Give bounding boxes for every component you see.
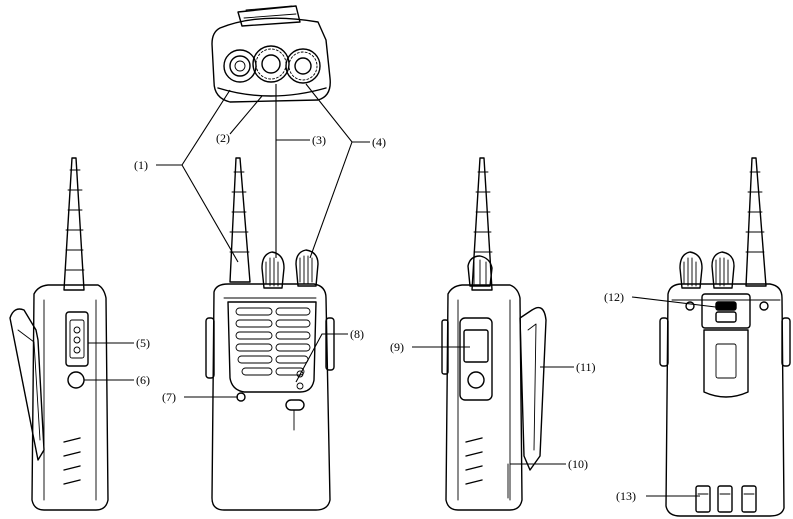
callout-labels: (1) (2) (3) (4) (5) (6) (7) (8) (9) (10)… <box>134 131 636 503</box>
callout-9: (9) <box>390 340 404 354</box>
callout-13: (13) <box>616 489 636 503</box>
radio-back-view <box>660 158 790 516</box>
callout-12: (12) <box>604 290 624 304</box>
speaker-grille-slots <box>236 308 310 375</box>
callout-1: (1) <box>134 158 148 172</box>
callout-6: (6) <box>136 373 150 387</box>
callout-4: (4) <box>372 135 386 149</box>
radio-front-view <box>206 158 334 510</box>
callout-7: (7) <box>162 390 176 404</box>
callout-5: (5) <box>136 336 150 350</box>
callout-10: (10) <box>568 457 588 471</box>
callout-8: (8) <box>350 327 364 341</box>
radio-right-side-view <box>442 158 546 510</box>
callout-11: (11) <box>576 360 596 374</box>
callout-2: (2) <box>216 131 230 145</box>
radio-left-side-view <box>10 158 108 510</box>
callout-3: (3) <box>312 133 326 147</box>
callout-leader-lines <box>84 84 724 496</box>
top-panel-view <box>212 6 330 102</box>
